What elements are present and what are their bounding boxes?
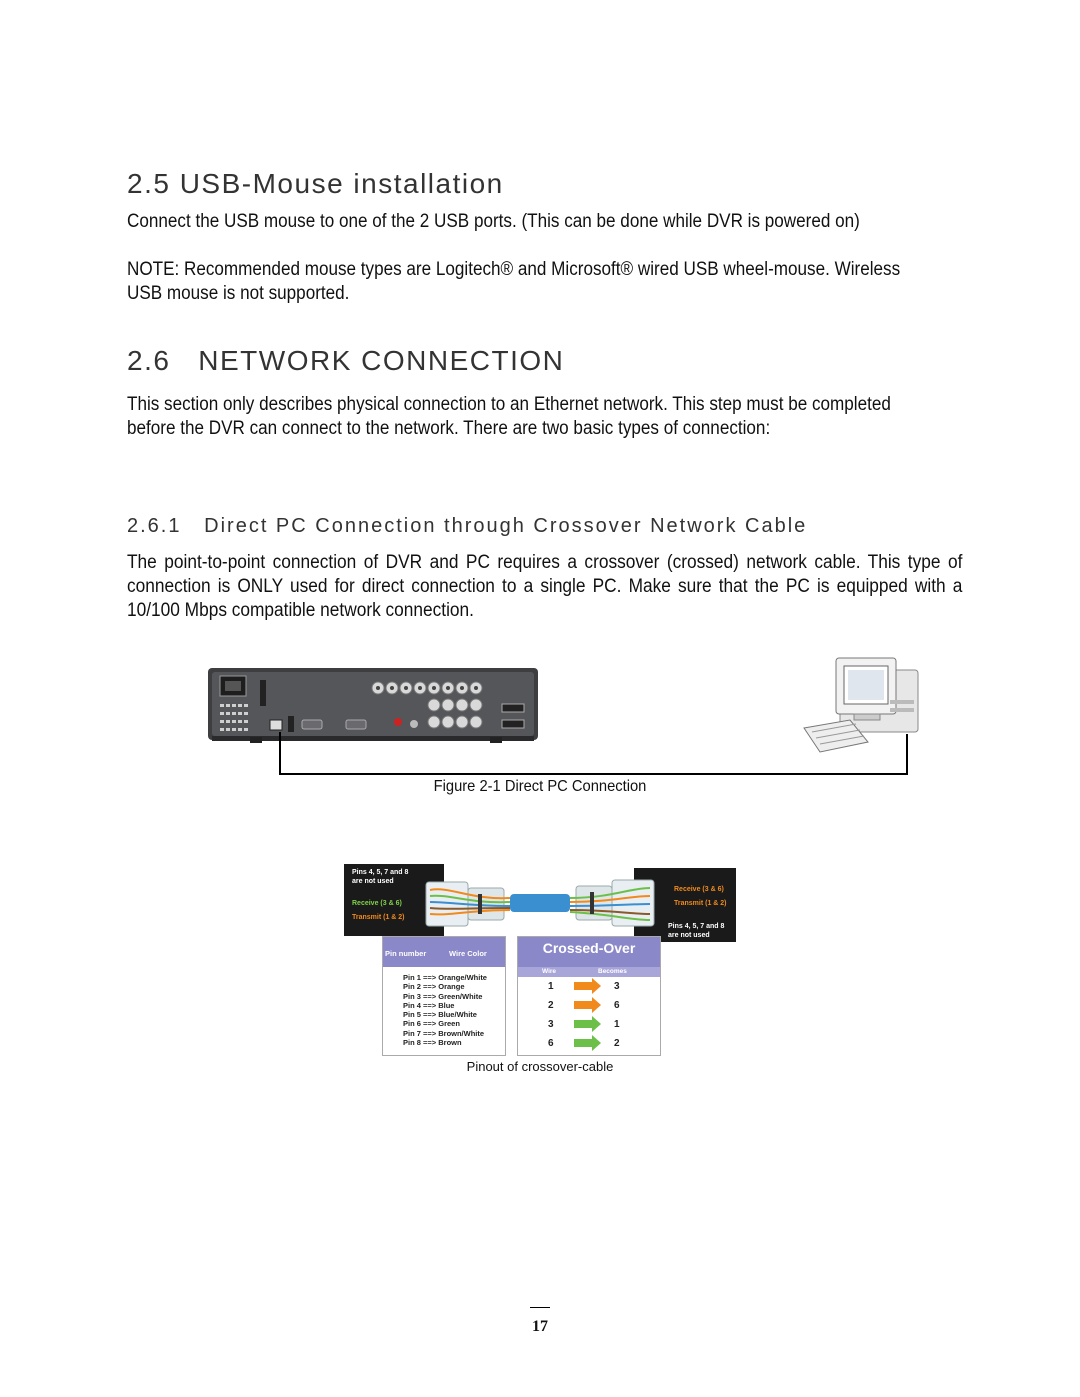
crossed-over-arrow-icon (574, 1016, 601, 1032)
pin-number-table: Pin number Wire Color Pin 1 ==> Orange/W… (382, 936, 506, 1056)
crossed-over-wire: 2 (548, 1000, 554, 1011)
crossed-over-header: Crossed-Over Wire Becomes (518, 937, 660, 975)
usb-note-line1: NOTE: Recommended mouse types are Logite… (127, 259, 901, 280)
network-para-line1: This section only describes physical con… (127, 394, 891, 415)
crossed-over-becomes: 1 (614, 1019, 620, 1030)
crossed-over-wire: 3 (548, 1019, 554, 1030)
pin-row: Pin 7 ==> Brown/White (403, 1028, 485, 1038)
right-panel-note-line2: are not used (668, 932, 710, 939)
crossed-over-col-becomes: Becomes (598, 968, 627, 975)
right-panel-transmit: Transmit (1 & 2) (674, 900, 727, 907)
pin-row: Pin 1 ==> Orange/White (403, 973, 487, 982)
crossed-over-wire: 1 (548, 981, 554, 992)
page-number: 17 (532, 1318, 548, 1335)
left-panel-note-line1: Pins 4, 5, 7 and 8 (352, 869, 409, 876)
direct-paragraph: The point-to-point connection of DVR and… (127, 552, 963, 621)
right-panel-note-line1: Pins 4, 5, 7 and 8 (668, 923, 725, 930)
pin-row: Pin 3 ==> Green/White (403, 991, 483, 1001)
left-panel-note-line2: are not used (352, 878, 394, 885)
right-panel-receive: Receive (3 & 6) (674, 886, 724, 893)
network-para-line2: before the DVR can connect to the networ… (127, 418, 771, 439)
pin-table-header-pin: Pin number (385, 949, 427, 958)
crossed-over-arrow-icon (574, 978, 601, 994)
pin-row: Pin 2 ==> Orange (403, 982, 465, 992)
dvr-rear-panel-image (208, 668, 538, 743)
crossed-over-becomes: 2 (614, 1038, 620, 1049)
left-panel-transmit: Transmit (1 & 2) (352, 914, 405, 921)
left-panel-receive: Receive (3 & 6) (352, 900, 402, 907)
crossed-over-arrow-icon (574, 997, 601, 1013)
subsection-heading-direct: 2.6.1 Direct PC Connection through Cross… (127, 515, 808, 537)
rj45-connectors-image (425, 879, 655, 927)
usb-note-line2: USB mouse is not supported. (127, 283, 350, 304)
crossed-over-arrow-icon (574, 1035, 601, 1051)
page-number-rule (530, 1307, 550, 1308)
network-cable-line (279, 732, 908, 775)
pin-table-header: Pin number Wire Color (383, 937, 505, 967)
crossed-over-title: Crossed-Over (542, 940, 636, 956)
crossover-pinout-figure: Pins 4, 5, 7 and 8 are not used Receive … (342, 864, 738, 1056)
usb-paragraph: Connect the USB mouse to one of the 2 US… (127, 211, 860, 232)
crossed-over-becomes: 3 (614, 981, 620, 992)
crossed-over-wire: 6 (548, 1038, 554, 1049)
pin-row: Pin 8 ==> Brown (403, 1038, 462, 1048)
pin-row: Pin 5 ==> Blue/White (403, 1010, 477, 1020)
crossed-over-becomes: 6 (614, 1000, 620, 1011)
crossed-over-col-wire: Wire (542, 968, 557, 975)
pin-table-header-color: Wire Color (449, 949, 487, 958)
section-heading-usb: 2.5 USB-Mouse installation (127, 168, 504, 199)
section-heading-network: 2.6 NETWORK CONNECTION (127, 345, 565, 376)
direct-pc-connection-figure (208, 657, 919, 775)
pin-row: Pin 6 ==> Green (403, 1019, 460, 1029)
pin-row: Pin 4 ==> Blue (403, 1000, 455, 1010)
figure1-caption: Figure 2-1 Direct PC Connection (433, 778, 647, 795)
figure2-caption: Pinout of crossover-cable (466, 1059, 614, 1074)
pc-computer-icon (803, 657, 919, 753)
